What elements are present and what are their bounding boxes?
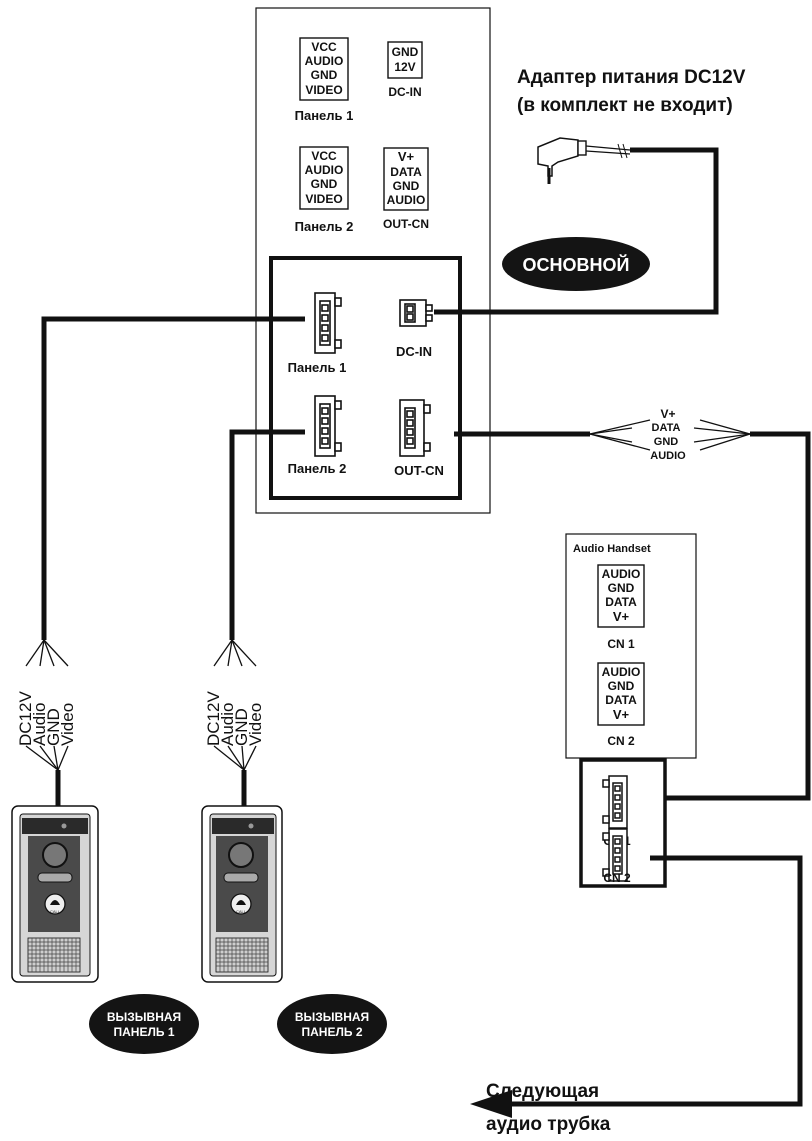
legend-outcn: V+ DATA GND AUDIO OUT-CN [383, 147, 429, 231]
svg-text:CALL: CALL [50, 909, 61, 914]
call-panel-2-badge [277, 994, 387, 1054]
bus-label-audio: AUDIO [650, 450, 686, 462]
connector-handset-cn1 [602, 775, 628, 829]
panel1-wire-labels: DC12V Audio GND Video [16, 691, 77, 746]
svg-text:CN 2: CN 2 [607, 734, 635, 748]
next-handset-label-line1: Следующая [486, 1081, 599, 1102]
connector-outcn [399, 399, 431, 457]
connector-panel1-label: Панель 1 [288, 360, 347, 375]
connector-panel1 [314, 292, 342, 354]
panel2-wire [229, 429, 305, 640]
legend-dcin: GND 12V DC-IN [387, 41, 423, 99]
bus-label-v-plus: V+ [660, 407, 675, 421]
main-unit-body [255, 7, 491, 514]
legend-panel1-caption: Панель 1 [295, 108, 354, 123]
svg-text:CN 1: CN 1 [607, 637, 635, 651]
svg-text:AUDIO: AUDIO [602, 567, 641, 581]
legend-dcin-caption: DC-IN [388, 85, 421, 99]
adapter-label-line2: (в комплект не входит) [517, 95, 733, 116]
connector-handset-cn2-label: CN 2 [603, 871, 631, 885]
legend-panel1: VCC AUDIO GND VIDEO Панель 1 [295, 37, 354, 123]
svg-text:VCC: VCC [311, 149, 337, 163]
legend-panel2-caption: Панель 2 [295, 219, 354, 234]
call-panel-1-badge-line1: ВЫЗЫВНАЯ [107, 1010, 181, 1024]
svg-text:Audio: Audio [30, 703, 49, 746]
svg-text:12V: 12V [394, 60, 415, 74]
svg-text:V+: V+ [398, 149, 415, 164]
panel2-wire-labels: DC12V Audio GND Video [204, 691, 265, 746]
svg-text:AUDIO: AUDIO [305, 54, 344, 68]
connector-dcin [399, 299, 433, 327]
panel2-wire-fan [213, 639, 257, 771]
svg-text:GND: GND [608, 679, 635, 693]
svg-text:CALL: CALL [236, 909, 247, 914]
handset-title: Audio Handset [573, 543, 651, 555]
panel1-wire [41, 316, 305, 640]
connector-outcn-label: OUT-CN [394, 463, 444, 478]
svg-text:GND: GND [311, 177, 338, 191]
arrow-left-icon [470, 1090, 512, 1118]
next-handset-label-line2: аудио трубка [486, 1114, 611, 1135]
svg-text:Video: Video [58, 703, 77, 746]
legend-panel2: VCC AUDIO GND VIDEO Панель 2 [295, 146, 354, 234]
main-connector-frame [269, 256, 462, 500]
cn2-socket-drawing [602, 828, 628, 882]
svg-text:GND: GND [311, 68, 338, 82]
svg-text:DC12V: DC12V [16, 691, 35, 746]
legend-handset-cn1: AUDIO GND DATA V+ CN 1 [597, 564, 645, 651]
svg-text:DATA: DATA [605, 595, 637, 609]
svg-text:VCC: VCC [311, 40, 337, 54]
bus-fan [589, 419, 751, 451]
power-adapter-plug-icon [537, 137, 631, 184]
svg-text:GND: GND [393, 179, 420, 193]
svg-text:AUDIO: AUDIO [305, 163, 344, 177]
next-handset-wire [510, 855, 803, 1107]
bus-label-data: DATA [652, 422, 681, 434]
panel1-wire-fan [25, 639, 69, 771]
svg-text:GND: GND [232, 708, 251, 746]
legend-outcn-caption: OUT-CN [383, 217, 429, 231]
svg-text:GND: GND [392, 45, 419, 59]
svg-text:VIDEO: VIDEO [305, 192, 342, 206]
call-panel-1-icon: CALL [11, 805, 99, 983]
main-unit-badge-text: ОСНОВНОЙ [523, 254, 630, 275]
call-panel-1-badge-line2: ПАНЕЛЬ 1 [113, 1025, 174, 1039]
svg-text:V+: V+ [613, 707, 630, 722]
call-panel-2-badge-line1: ВЫЗЫВНАЯ [295, 1010, 369, 1024]
svg-text:DATA: DATA [390, 165, 422, 179]
legend-handset-cn2: AUDIO GND DATA V+ CN 2 [597, 662, 645, 748]
adapter-wire [434, 147, 719, 315]
bus-label-gnd: GND [654, 436, 679, 448]
svg-text:AUDIO: AUDIO [387, 193, 426, 207]
connector-dcin-label: DC-IN [396, 344, 432, 359]
svg-text:Audio: Audio [218, 703, 237, 746]
svg-text:Video: Video [246, 703, 265, 746]
connector-panel2 [314, 395, 342, 457]
call-panel-2-badge-line2: ПАНЕЛЬ 2 [301, 1025, 362, 1039]
call-panel-2-icon: CALL [201, 805, 283, 983]
svg-text:DC12V: DC12V [204, 691, 223, 746]
svg-text:AUDIO: AUDIO [602, 665, 641, 679]
connector-panel2-label: Панель 2 [288, 461, 347, 476]
svg-text:V+: V+ [613, 609, 630, 624]
svg-text:VIDEO: VIDEO [305, 83, 342, 97]
svg-text:GND: GND [608, 581, 635, 595]
main-unit-badge [502, 237, 650, 291]
call-panel-1-badge [89, 994, 199, 1054]
adapter-label-line1: Адаптер питания DC12V [517, 67, 746, 88]
svg-text:GND: GND [44, 708, 63, 746]
bus-wire-right [652, 431, 811, 801]
svg-text:DATA: DATA [605, 693, 637, 707]
